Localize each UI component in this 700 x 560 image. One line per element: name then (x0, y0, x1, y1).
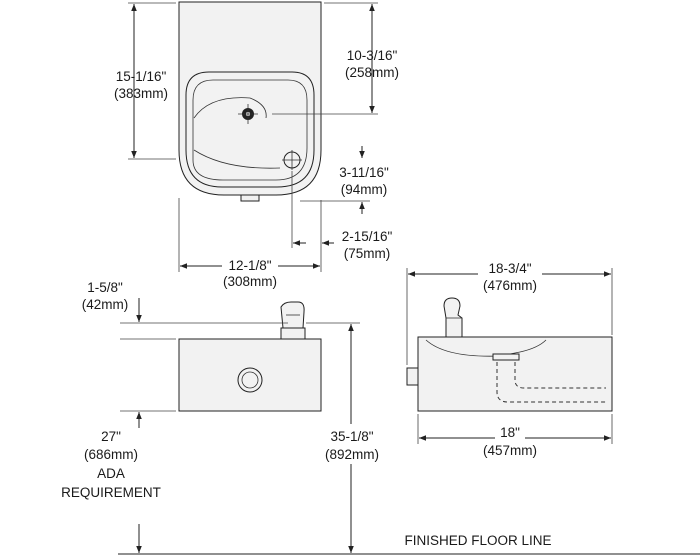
dim-spout-to-top-mm: (258mm) (345, 65, 399, 80)
dim-spout-to-top-label: 10-3/16" (347, 48, 398, 63)
dim-width-front-mm: (308mm) (223, 274, 277, 289)
dim-spout-height-mm: (42mm) (82, 297, 129, 312)
dim-spout-height (120, 298, 288, 340)
basin-outer-rim (185, 71, 315, 188)
plan-view-body (178, 1, 322, 196)
dim-overall-depth-label: 18-3/4" (488, 261, 531, 276)
dim-top-height (128, 2, 176, 160)
drain-pipe-hidden-2 (514, 362, 606, 389)
dim-width-front-label: 12-1/8" (228, 258, 271, 273)
dim-drain-side-mm: (75mm) (344, 246, 391, 261)
dim-drain-offset-label: 3-11/16" (339, 165, 389, 180)
basin-inner (192, 79, 308, 181)
floor-label: FINISHED FLOOR LINE (404, 533, 551, 548)
drain-pipe-hidden-1 (496, 362, 606, 403)
side-elevation (406, 297, 613, 412)
dim-width-front-label-bg (222, 256, 278, 274)
dim-top-height-label: 15-1/16" (116, 69, 167, 84)
dim-rim-height-mm: (892mm) (325, 447, 379, 462)
dim-drain-offset-mm: (94mm) (341, 182, 388, 197)
dim-spout-to-top (272, 2, 378, 115)
dim-rim-label-bg (318, 424, 386, 464)
dim-overall-depth-mm: (476mm) (483, 278, 537, 293)
front-push-button (237, 367, 263, 393)
dim-ada-height-mm: (686mm) (84, 447, 138, 462)
side-cabinet (417, 336, 613, 412)
dim-depth-label-bg (495, 426, 525, 444)
dim-top-height-mm: (383mm) (114, 86, 168, 101)
side-drain-fitting (492, 353, 520, 361)
dim-ada-label-bg (78, 428, 148, 524)
dim-ada-label-requirement: REQUIREMENT (61, 485, 161, 500)
front-cabinet (178, 338, 322, 412)
dim-depth-mm: (457mm) (483, 443, 537, 458)
dim-spout-height-label: 1-5/8" (87, 280, 123, 295)
front-elevation (178, 301, 322, 412)
dim-drain-side (291, 171, 334, 248)
front-bubbler-base (280, 327, 306, 340)
basin-contour (193, 97, 267, 119)
basin-lower-contour (193, 149, 281, 169)
dim-ada-label-ada: ADA (97, 466, 125, 481)
dim-drain-offset (300, 146, 370, 214)
push-button (240, 194, 260, 202)
dim-overall-depth-label-bg (478, 262, 542, 280)
side-push-button (406, 367, 419, 386)
plan-view (178, 1, 322, 202)
dim-ada-height-label: 27" (101, 429, 121, 444)
dim-rim-height-label: 35-1/8" (330, 429, 373, 444)
dim-drain-side-label: 2-15/16" (342, 229, 393, 244)
front-push-button-inner (241, 371, 259, 389)
dim-depth-label: 18" (500, 425, 520, 440)
